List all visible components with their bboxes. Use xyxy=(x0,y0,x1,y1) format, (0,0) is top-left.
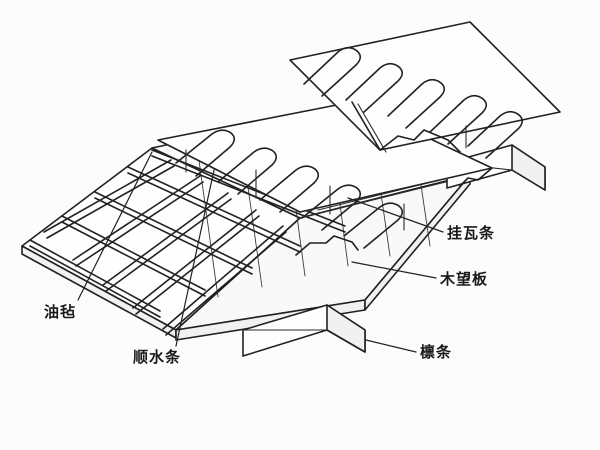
label-counter-batten: 顺水条 xyxy=(133,348,182,366)
label-sheathing-board: 木望板 xyxy=(440,270,489,288)
label-purlin: 檩条 xyxy=(420,343,453,361)
label-asphalt-felt: 油毡 xyxy=(44,303,77,321)
label-tile-batten: 挂瓦条 xyxy=(447,224,496,242)
